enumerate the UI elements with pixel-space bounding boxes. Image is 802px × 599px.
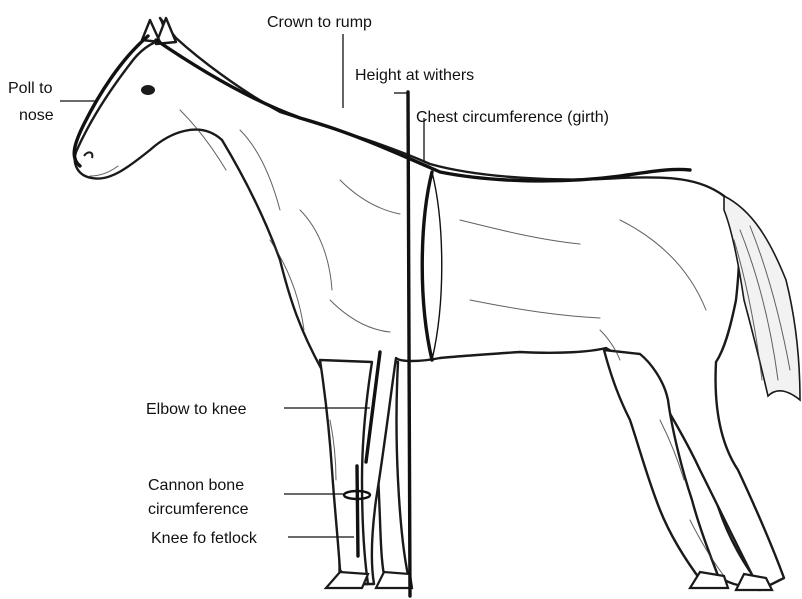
label-cannon-bone-line2: circumference: [148, 501, 249, 518]
height-at-withers-line: [408, 92, 410, 596]
label-cannon-bone-line1: Cannon bone: [148, 477, 244, 494]
label-elbow-to-knee: Elbow to knee: [146, 401, 247, 418]
label-height-at-withers: Height at withers: [355, 67, 474, 84]
far-fore-hoof: [376, 572, 412, 588]
label-chest-circumference: Chest circumference (girth): [416, 109, 609, 126]
label-knee-to-fetlock: Knee fo fetlock: [151, 530, 258, 547]
knee-to-fetlock-line: [357, 466, 358, 556]
near-fore-hoof: [326, 572, 368, 588]
label-crown-to-rump: Crown to rump: [267, 14, 372, 31]
label-poll-to-nose-line1: Poll to: [8, 80, 53, 97]
horse-eye: [141, 85, 155, 95]
label-poll-to-nose-line2: nose: [19, 107, 54, 124]
